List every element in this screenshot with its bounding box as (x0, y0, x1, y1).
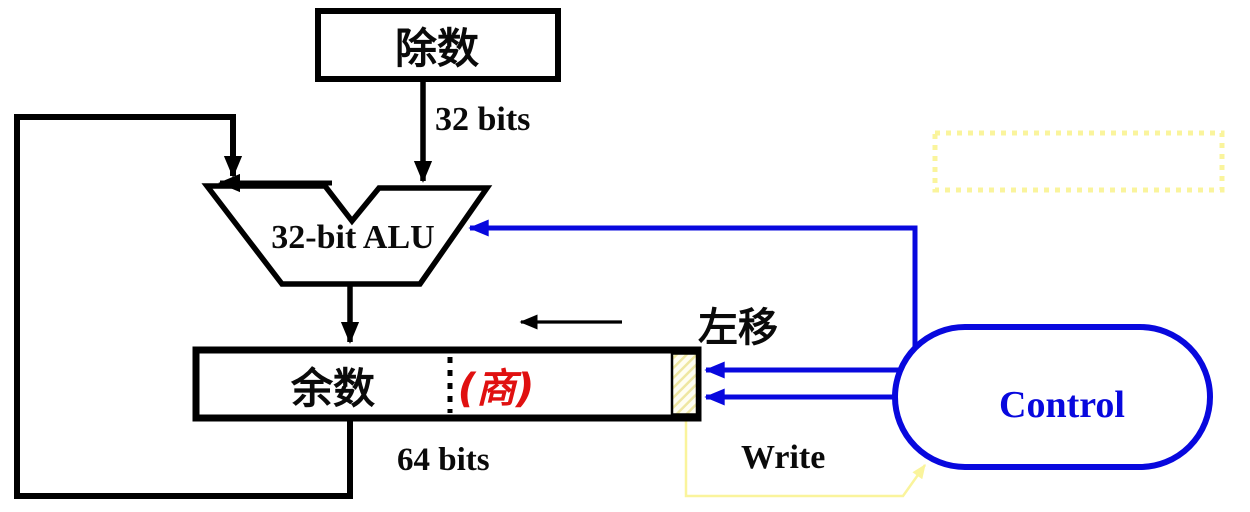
control-unit (892, 324, 1213, 470)
remainder-register-box (192, 346, 702, 422)
control-label: Control (999, 384, 1125, 426)
divisor-register-box (315, 8, 561, 82)
write-label: Write (741, 439, 825, 476)
alu-shape (201, 183, 493, 287)
quotient-to-control-wire (684, 418, 927, 498)
control-to-alu-wire (468, 219, 918, 360)
register-width-label: 64 bits (397, 442, 490, 478)
quotient-label: (商) (458, 366, 535, 412)
divisor-width-label: 32 bits (435, 101, 530, 138)
shift-left-label: 左移 (698, 305, 778, 351)
alu-label: 32-bit ALU (271, 219, 434, 256)
remainder-feedback-loop-wire (14, 114, 353, 499)
highlight-note-box (932, 130, 1225, 193)
divisor-label: 除数 (395, 24, 479, 73)
remainder-label: 余数 (290, 364, 375, 413)
quotient-bit-cell (670, 352, 699, 416)
